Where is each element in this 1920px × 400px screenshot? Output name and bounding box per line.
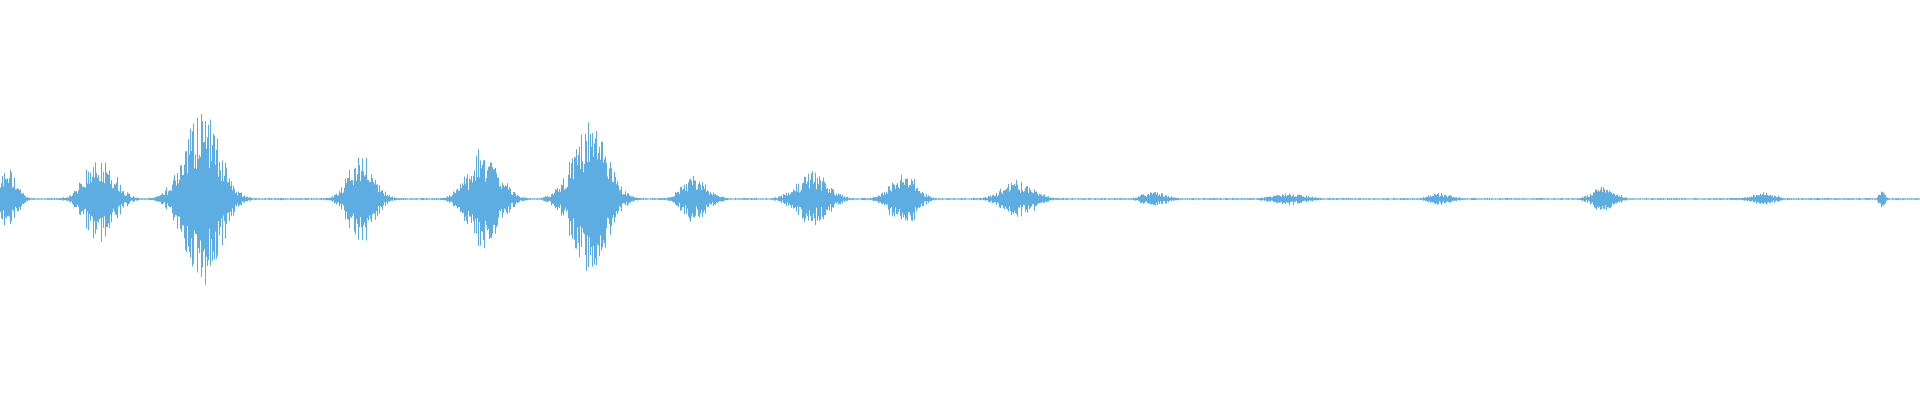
waveform-signal bbox=[0, 114, 1920, 285]
waveform-bars bbox=[0, 114, 1920, 285]
